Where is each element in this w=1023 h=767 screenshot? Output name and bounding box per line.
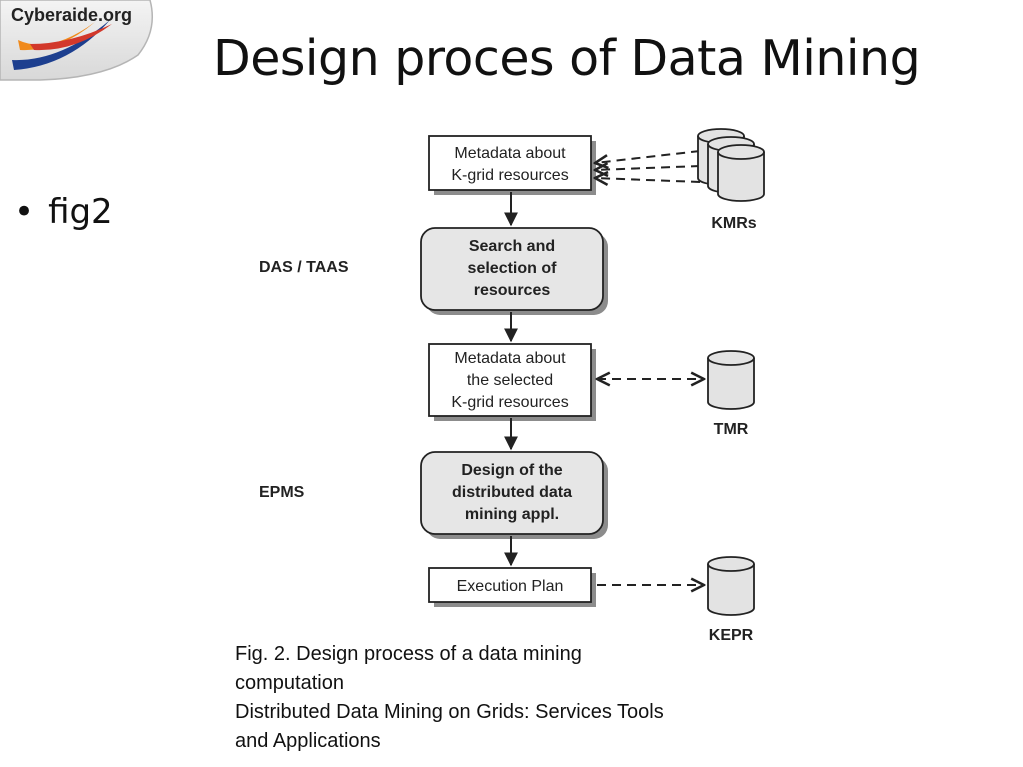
cyberaide-logo: Cyberaide.org (0, 0, 160, 82)
node-design-appl-line-2: distributed data (452, 484, 572, 501)
node-design-appl: Design of the distributed data mining ap… (420, 451, 608, 539)
node-metadata-selected-line-3: K-grid resources (451, 394, 568, 411)
das-taas-label: DAS / TAAS (259, 259, 349, 276)
node-metadata-kgrid-line-2: K-grid resources (451, 167, 568, 184)
figure-caption: Fig. 2. Design process of a data mining … (235, 640, 775, 756)
kmrs-arrow-3 (595, 178, 701, 182)
kepr-database-icon (707, 556, 755, 616)
node-search-selection-line-3: resources (474, 282, 551, 299)
node-execution-plan-label: Execution Plan (457, 578, 564, 595)
kmrs-arrow-1 (595, 150, 701, 163)
node-design-appl-line-3: mining appl. (465, 506, 559, 523)
logo-graphic: Cyberaide.org (0, 0, 153, 81)
caption-line-1: Fig. 2. Design process of a data mining (235, 643, 582, 665)
bullet-text: fig2 (48, 192, 113, 232)
bullet-dot-icon: • (14, 192, 35, 232)
caption-line-3: Distributed Data Mining on Grids: Servic… (235, 701, 664, 723)
node-metadata-selected: Metadata about the selected K-grid resou… (428, 343, 596, 421)
caption-line-2: computation (235, 672, 344, 694)
node-execution-plan: Execution Plan (428, 567, 596, 607)
tmr-database-icon (707, 350, 755, 410)
design-process-diagram: Metadata about K-grid resources Search a… (240, 120, 800, 640)
node-search-selection-line-1: Search and (469, 238, 555, 255)
slide-title: Design proces of Data Mining (213, 30, 921, 87)
caption-line-4: and Applications (235, 730, 381, 752)
tmr-label: TMR (714, 421, 749, 438)
logo-swoosh-red (30, 24, 112, 51)
node-metadata-kgrid-line-1: Metadata about (454, 145, 566, 162)
kmrs-arrow-2 (595, 166, 701, 170)
logo-swoosh-blue (12, 20, 110, 70)
node-search-selection-line-2: selection of (468, 260, 558, 277)
node-design-appl-line-1: Design of the (461, 462, 562, 479)
kmrs-label: KMRs (711, 215, 756, 232)
node-search-selection: Search and selection of resources (420, 227, 608, 315)
node-metadata-selected-line-2: the selected (467, 372, 553, 389)
diagram-canvas: Metadata about K-grid resources Search a… (259, 128, 765, 640)
bullet-item: • fig2 (14, 192, 113, 232)
logo-text: Cyberaide.org (11, 5, 132, 25)
kepr-label: KEPR (709, 627, 754, 640)
node-metadata-kgrid: Metadata about K-grid resources (428, 135, 596, 195)
node-metadata-selected-line-1: Metadata about (454, 350, 566, 367)
epms-label: EPMS (259, 484, 305, 501)
kmrs-database-icon (697, 128, 765, 202)
